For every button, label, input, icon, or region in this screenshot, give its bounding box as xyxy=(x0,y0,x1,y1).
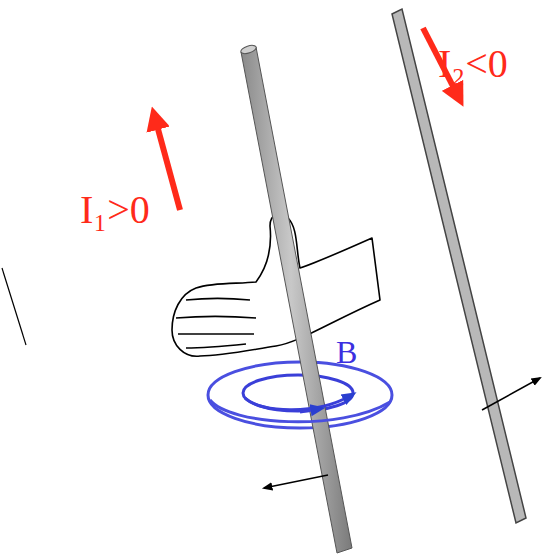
field-loop xyxy=(210,400,390,422)
field-loop xyxy=(245,396,350,410)
current-arrow xyxy=(155,118,180,210)
field-label: B xyxy=(336,336,357,368)
wire-two xyxy=(392,9,526,523)
wire-one xyxy=(240,44,352,553)
field-arrow xyxy=(300,409,318,412)
force-arrow xyxy=(264,475,328,488)
field-loop xyxy=(208,362,392,428)
current-label: I₂<0 xyxy=(438,44,508,84)
force-arrow xyxy=(482,378,540,410)
edge-line xyxy=(2,268,26,345)
current-label: I₁>0 xyxy=(80,190,150,230)
field-loop xyxy=(243,375,353,411)
